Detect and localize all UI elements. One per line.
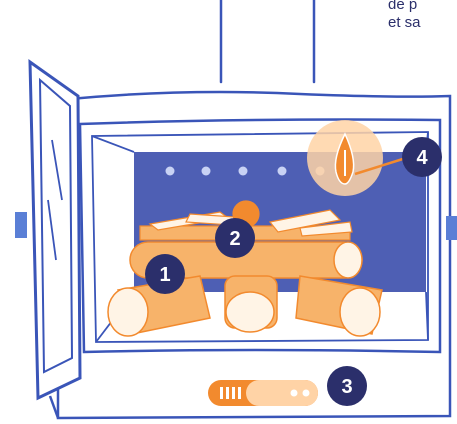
- badge-1-label: 1: [159, 264, 170, 286]
- air-control-slider[interactable]: [208, 380, 318, 406]
- flame-indicator: [307, 120, 383, 196]
- chimney-pipe: [219, 0, 316, 84]
- bottom-logs: [107, 275, 383, 337]
- door-hinge: [15, 212, 27, 238]
- badge-2: 2: [215, 218, 255, 258]
- caption-line-1: de p: [388, 0, 418, 13]
- callout-line-4: [354, 156, 407, 176]
- badge-3: 3: [327, 366, 367, 406]
- log-end-center: [225, 291, 275, 333]
- badge-3-label: 3: [341, 376, 352, 398]
- side-handle-right: [446, 216, 457, 240]
- badge-4: 4: [402, 137, 442, 177]
- log-end-left: [107, 287, 149, 337]
- badge-4-label: 4: [416, 147, 428, 169]
- badge-2-label: 2: [229, 228, 240, 250]
- caption-text: de p et sa: [388, 0, 457, 32]
- caption-line-2: et sa: [388, 14, 421, 31]
- badge-1: 1: [145, 254, 185, 294]
- log-end-right: [339, 287, 381, 337]
- stove-door: [15, 59, 82, 401]
